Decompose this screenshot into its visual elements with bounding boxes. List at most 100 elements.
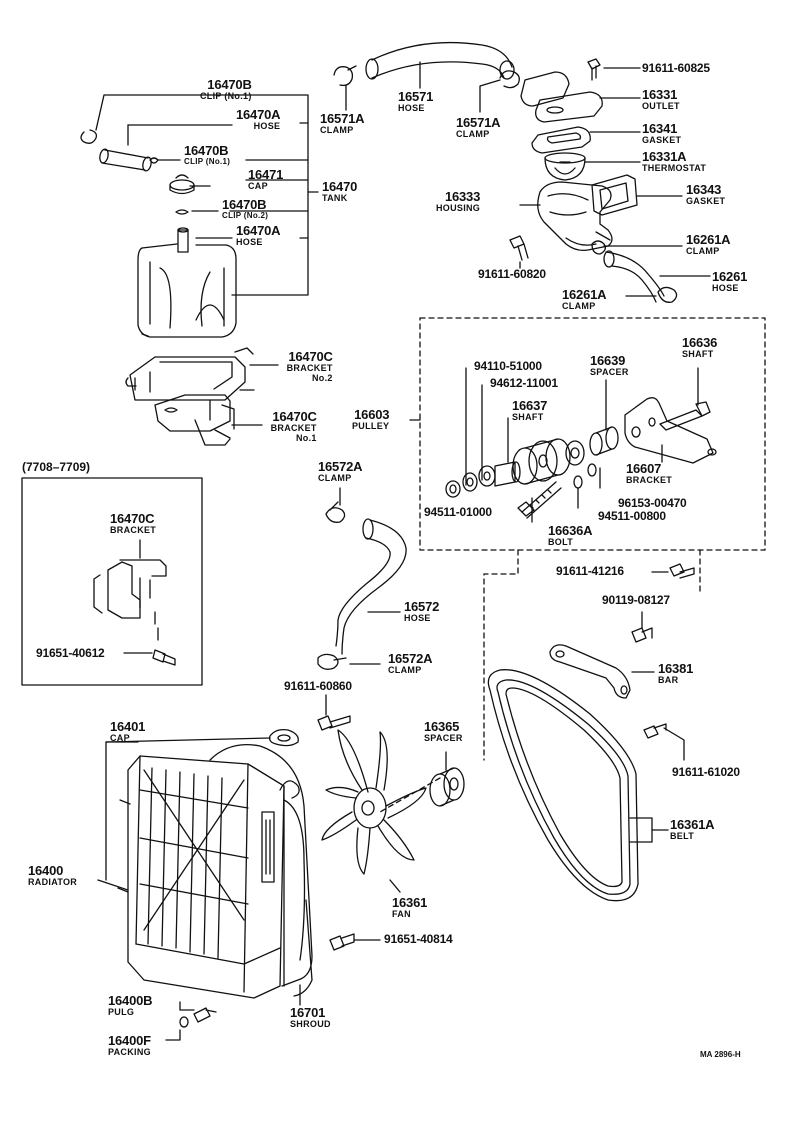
outlet-16331 <box>520 71 603 123</box>
pulley-group-box <box>419 317 766 551</box>
bolt-91611-60825 <box>587 58 601 81</box>
bolt-91611-60820 <box>509 235 529 261</box>
pulley-washers <box>445 465 496 498</box>
label-91611-60825: 91611-60825 <box>642 61 710 75</box>
label-94511-01000: 94511-01000 <box>424 505 492 519</box>
belt-16361A <box>487 669 639 902</box>
gasket-16343 <box>591 174 638 216</box>
clip-no1-lower <box>149 157 159 164</box>
clamp-16261A-lower <box>657 286 678 303</box>
radiator-cap-16401 <box>268 728 299 747</box>
label-96153-00470: 96153-00470 <box>618 496 687 510</box>
plug-16400B <box>193 1007 217 1023</box>
thermostat-16331A <box>544 152 586 181</box>
clamp-16261A-upper <box>591 240 606 255</box>
washer-94511-00800 <box>573 475 583 489</box>
clamp-16571A-left <box>333 65 357 87</box>
bearing <box>565 440 585 466</box>
small-hose <box>99 148 152 172</box>
packing-16400F <box>179 1016 189 1028</box>
inset-bolt <box>152 649 176 666</box>
bolt-16636A <box>517 481 562 519</box>
inset-bracket <box>93 559 167 641</box>
inset-title: (7708–7709) <box>22 460 91 474</box>
label-94110-51000: 94110-51000 <box>474 359 542 373</box>
clip-no2 <box>175 209 189 215</box>
shaft-16637 <box>494 461 521 487</box>
label-inset-91651-40612: 91651-40612 <box>36 646 105 660</box>
shaft-16636 <box>659 401 711 431</box>
spacer-16365 <box>429 767 465 807</box>
bolt-90119-08127 <box>631 627 653 643</box>
fan-16361 <box>321 729 427 875</box>
housing-16333 <box>537 181 613 252</box>
bolt-91611-61020 <box>643 723 667 739</box>
label-91611-60820: 91611-60820 <box>478 267 546 281</box>
bracket-no2 <box>125 347 255 401</box>
hose-16261 <box>603 250 665 303</box>
label-90119-08127: 90119-08127 <box>602 593 670 607</box>
dashed-leaders <box>379 549 701 813</box>
upper-hose-16571 <box>365 41 515 80</box>
radiator-16400 <box>117 755 300 999</box>
reservoir-tank <box>137 227 237 338</box>
label-91611-41216: 91611-41216 <box>556 564 624 578</box>
figure-code: MA 2896-H <box>700 1050 741 1059</box>
bracket-16607 <box>624 397 717 464</box>
inset-box <box>21 477 203 686</box>
label-94612-11001: 94612-11001 <box>490 376 558 390</box>
clamp-16571A-right <box>499 70 520 89</box>
label-91611-60860: 91611-60860 <box>284 679 352 693</box>
tank-cap <box>169 174 195 195</box>
shroud-16701 <box>209 743 313 997</box>
bar-16381 <box>549 644 631 699</box>
bolt-91611-60860 <box>317 715 351 731</box>
label-94511-00800: 94511-00800 <box>598 509 666 523</box>
bolt-91611-41216 <box>669 563 695 579</box>
hose-16572 <box>335 518 407 655</box>
label-91651-40814: 91651-40814 <box>384 932 453 946</box>
clamp-16572A-upper <box>325 501 346 523</box>
label-91611-61020: 91611-61020 <box>672 765 740 779</box>
clip-no1-upper <box>80 129 98 144</box>
bolt-91651-40814 <box>329 933 355 951</box>
pulley-leaders <box>465 367 699 523</box>
washer-96153 <box>587 463 597 477</box>
